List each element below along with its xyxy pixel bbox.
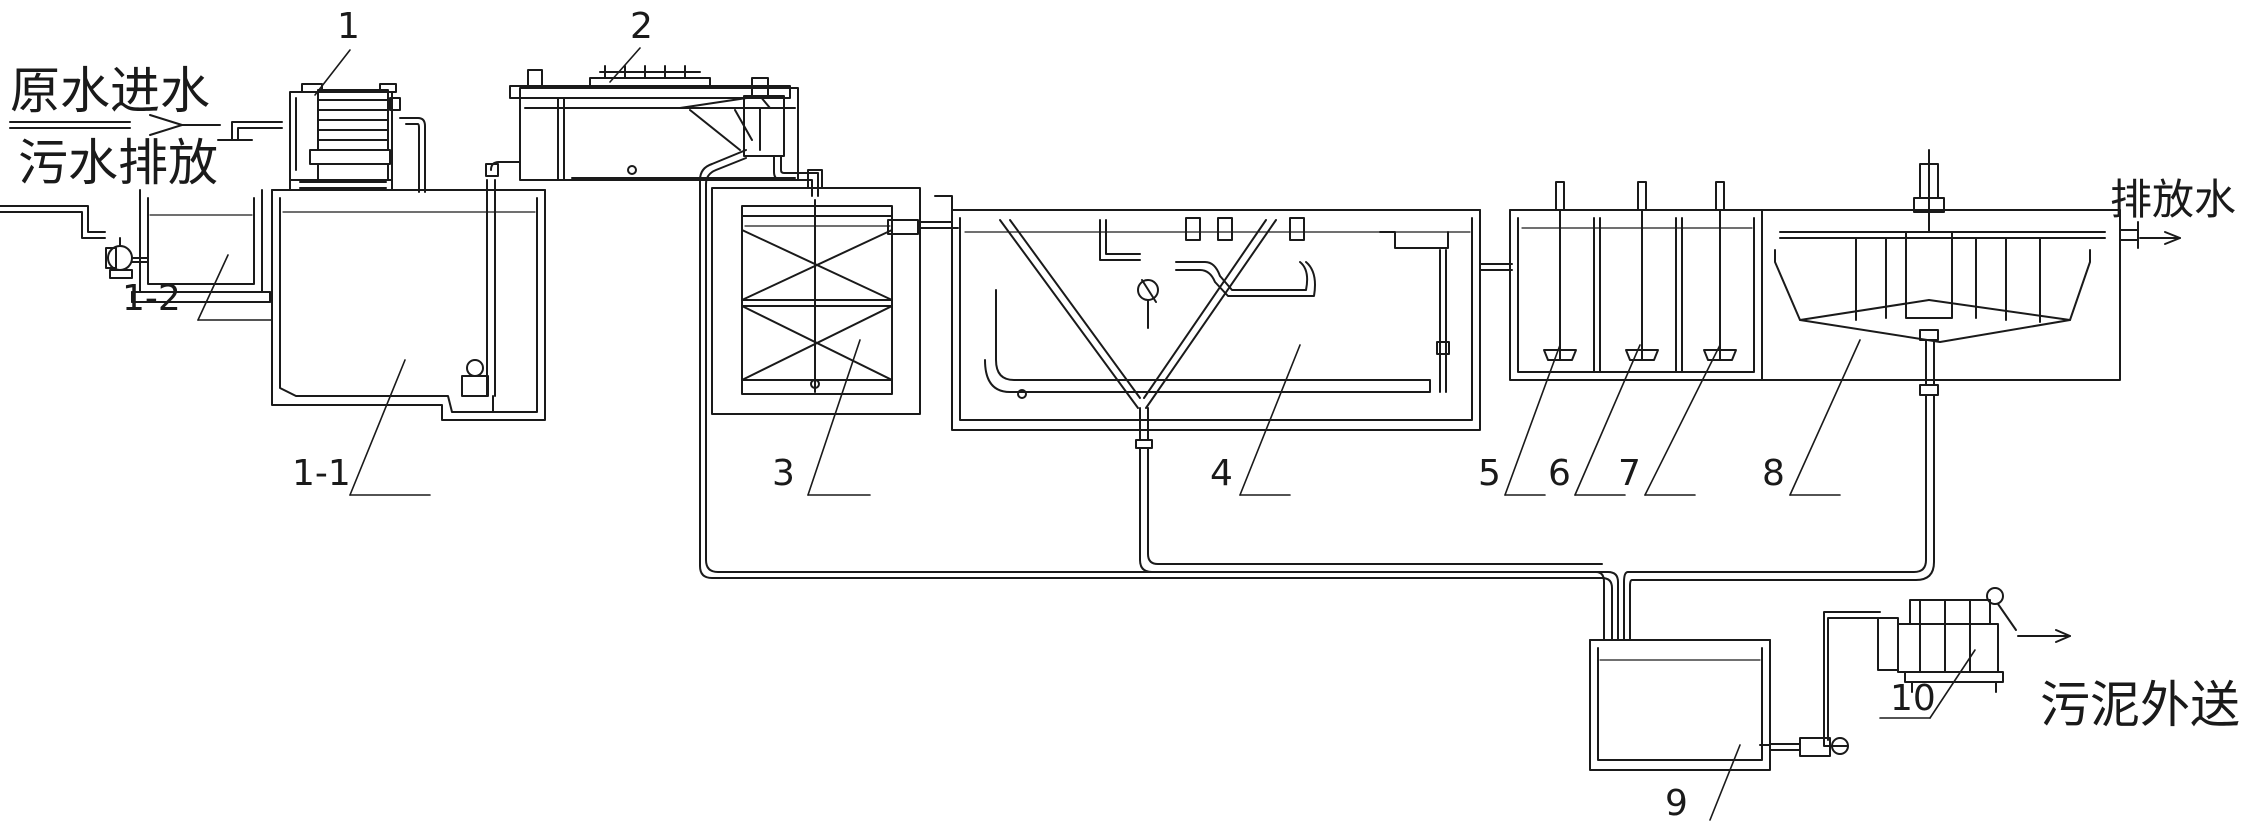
flotation-unit-2 [509, 65, 799, 181]
sewage-pump [0, 205, 149, 279]
label-1-1: 1-1 [292, 453, 351, 494]
sludge-pump [1769, 611, 1881, 757]
sludge-out-label: 污泥外送 [2040, 676, 2240, 734]
label-1: 1 [337, 6, 360, 47]
contact-tank-3 [711, 169, 959, 415]
label-4: 4 [1210, 453, 1233, 494]
label-8: 8 [1762, 453, 1785, 494]
sewage-tank-1-2 [131, 189, 271, 303]
sludge-pipe-from-8 [1623, 394, 1935, 641]
dewatering-unit-10 [1877, 587, 2071, 693]
label-7: 7 [1618, 453, 1641, 494]
inflow-label: 原水进水 [10, 62, 210, 120]
label-6: 6 [1548, 453, 1571, 494]
screen-unit-1 [289, 83, 426, 193]
label-2: 2 [630, 6, 653, 47]
discharge-outlet [2119, 221, 2181, 249]
lift-pipe [485, 161, 521, 177]
label-9: 9 [1665, 783, 1688, 824]
label-3: 3 [772, 453, 795, 494]
label-5: 5 [1478, 453, 1501, 494]
settling-tank-4 [951, 209, 1481, 431]
pipe-4-to-5 [1479, 263, 1513, 271]
leader-lines [197, 47, 1976, 821]
aerobic-tanks-5-6-7 [1509, 181, 1763, 381]
clarifier-8 [1761, 149, 2121, 396]
sludge-tank-9 [1589, 639, 1771, 771]
sludge-pipe-from-4 [1135, 407, 1605, 641]
label-10: 10 [1890, 678, 1936, 719]
sewage-discharge-label: 污水排放 [18, 134, 218, 192]
pipe-2-to-3 [773, 155, 819, 197]
regulating-tank-1-1 [271, 179, 546, 421]
inflow-pipe [9, 114, 283, 141]
label-1-2: 1-2 [122, 278, 181, 319]
discharge-water-label: 排放水 [2110, 175, 2236, 224]
sludge-pipe-from-2 [699, 149, 1619, 641]
